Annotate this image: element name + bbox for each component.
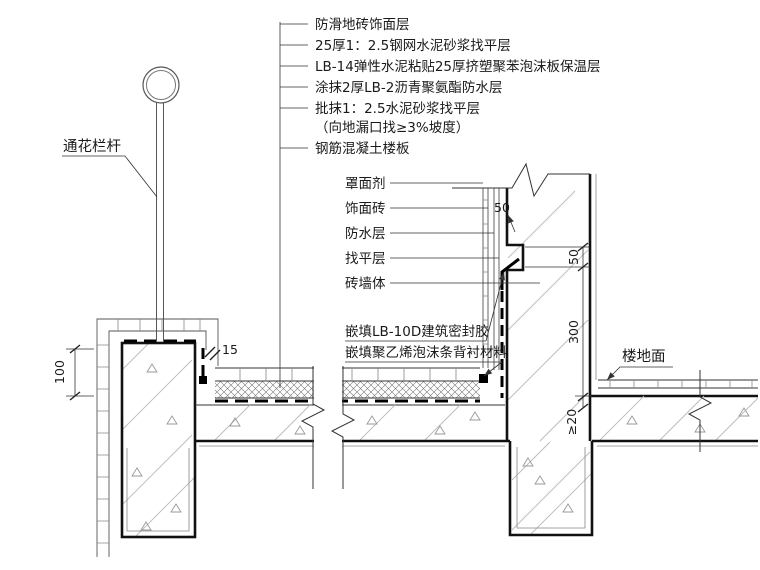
joint-callouts: 嵌填LB-10D建筑密封胶 嵌填聚乙烯泡沫条背衬材料 <box>345 271 507 377</box>
interior-floor-break-line <box>687 370 713 452</box>
dim-step-text: ≥20 <box>564 409 579 435</box>
top-callouts: 防滑地砖饰面层 25厚1：2.5钢网水泥砂浆找平层 LB-14弹性水泥粘贴25厚… <box>279 17 601 388</box>
callout-leveling: 批抹1：2.5水泥砂浆找平层 <box>315 101 480 117</box>
callout-brick-wall: 砖墙体 <box>345 276 386 292</box>
top-callout-ticks <box>280 23 308 149</box>
callout-slope-note: （向地漏口找≥3%坡度） <box>315 120 469 136</box>
leader-arrow-groove <box>499 272 505 281</box>
dim-50-arrow <box>508 215 514 224</box>
wall <box>452 162 597 442</box>
break-line-right <box>330 366 356 489</box>
railing-ring-outer <box>142 66 180 104</box>
railing-label-text: 通花栏杆 <box>63 138 121 155</box>
floor-layer-lines <box>195 367 505 406</box>
parapet-concrete-core <box>120 341 197 539</box>
dim-parapet-height: 100 <box>52 344 94 401</box>
dim-50-groove-text: 50 <box>566 249 581 265</box>
interior-floor <box>590 379 759 447</box>
callout-wall-leveling: 找平层 <box>345 251 386 267</box>
railing-ring-inner <box>146 70 176 100</box>
dim-flashing-50: 50 <box>494 200 516 233</box>
floor-label-leader <box>606 366 673 381</box>
beam-concrete-symbols <box>522 457 574 513</box>
wall-callouts: 罩面剂 饰面砖 防水层 找平层 砖墙体 <box>345 176 540 292</box>
membrane-flashing-tuck <box>500 257 520 290</box>
balcony-floor <box>195 367 510 447</box>
break-line-left <box>300 366 326 489</box>
callout-waterproof: 涂抹2厚LB-2沥青聚氨酯防水层 <box>315 80 502 96</box>
interior-tile-joints <box>609 380 753 388</box>
parapet-concrete-symbols <box>131 363 182 531</box>
slab-concrete-symbols <box>229 411 481 435</box>
railing-label: 通花栏杆 <box>62 138 158 198</box>
dim-50-flash-text: 50 <box>494 200 510 215</box>
wall-tile-joints <box>483 199 488 345</box>
callout-insulation: LB-14弹性水泥粘贴25厚挤塑聚苯泡沫板保温层 <box>315 59 601 75</box>
callout-wall-waterproof: 防水层 <box>345 226 386 242</box>
leader-arrow-joint <box>484 368 493 376</box>
parapet <box>96 318 219 557</box>
dim-15-text: 15 <box>222 342 238 357</box>
joint-callout-leaders <box>345 271 505 377</box>
dim-groove-and-upturn: 50 300 <box>525 242 592 402</box>
interior-floor-lines <box>598 379 758 389</box>
dim-100-text: 100 <box>52 360 67 384</box>
callout-rc-slab: 钢筋混凝土楼板 <box>315 140 410 157</box>
parapet-concrete-hatch <box>121 342 196 538</box>
wall-top-break-line <box>452 162 590 198</box>
beam <box>508 441 594 537</box>
floor-tile-joints <box>239 368 457 381</box>
dim-300-text: 300 <box>566 320 581 344</box>
callout-sealant: 嵌填LB-10D建筑密封胶 <box>345 323 489 340</box>
interior-floor-label: 楼地面 <box>622 348 666 365</box>
callout-face-tile: 饰面砖 <box>345 201 386 217</box>
beam-outline <box>508 441 594 537</box>
break-gap-mask <box>314 360 342 492</box>
wall-callout-leaders <box>390 182 540 284</box>
callout-coating: 罩面剂 <box>345 176 386 192</box>
callout-backer-rod: 嵌填聚乙烯泡沫条背衬材料 <box>345 344 507 361</box>
parapet-waterproof-membrane <box>124 339 207 384</box>
floor-label: 楼地面 <box>606 348 673 381</box>
dim-joint-gap: 15 <box>204 342 238 361</box>
slab-break <box>300 360 356 492</box>
parapet-tile-joints <box>97 319 201 544</box>
callout-floor-tile: 防滑地砖饰面层 <box>315 17 410 33</box>
wall-finish-lines <box>482 188 500 370</box>
sealant-block-wall <box>479 374 488 383</box>
wall-balcony-face-with-groove <box>505 188 525 441</box>
parapet-tile-band <box>96 318 219 557</box>
interior-slab-hatch <box>599 395 759 441</box>
parapet-plaster-line <box>126 448 190 532</box>
beam-hatch <box>511 441 593 536</box>
floor-label-arrow <box>607 372 615 380</box>
railing-label-leader <box>62 155 158 198</box>
railing <box>142 66 180 342</box>
insulation-band <box>215 381 480 398</box>
sealant-block-parapet <box>199 376 207 384</box>
beam-plaster-line <box>516 447 586 529</box>
dim-floor-step: ≥20 <box>564 397 589 435</box>
callout-screed-mesh: 25厚1：2.5钢网水泥砂浆找平层 <box>315 38 511 54</box>
brick-wall-hatch <box>507 190 589 442</box>
